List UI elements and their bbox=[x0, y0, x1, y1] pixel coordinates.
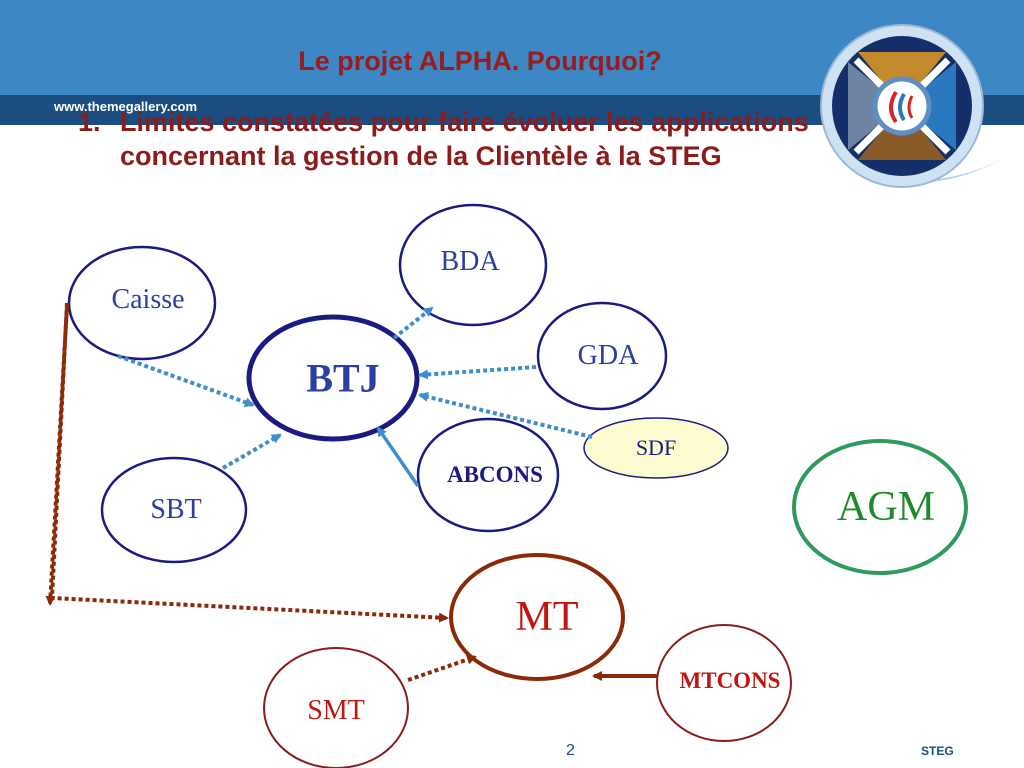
company-logo-icon bbox=[820, 24, 984, 188]
node-sdf[interactable] bbox=[583, 417, 729, 479]
bullet-text: Limites constatées pour faire évoluer le… bbox=[120, 107, 809, 171]
node-abcons[interactable] bbox=[416, 417, 560, 533]
arrow-sbt-to-btj bbox=[221, 433, 282, 470]
nodes-layer bbox=[67, 203, 968, 768]
label-sbt: SBT bbox=[150, 494, 202, 525]
node-agm[interactable] bbox=[792, 439, 968, 575]
node-mtcons[interactable] bbox=[656, 624, 792, 742]
label-agm: AGM bbox=[836, 484, 936, 530]
node-smt[interactable] bbox=[263, 647, 409, 768]
label-btj: BTJ bbox=[306, 355, 380, 401]
arrow-smt-to-mt bbox=[407, 654, 477, 682]
arrows-layer bbox=[45, 302, 658, 682]
label-mt: MT bbox=[515, 594, 579, 640]
label-abcons: ABCONS bbox=[447, 462, 543, 487]
arrow-caisse-to-btj bbox=[117, 354, 255, 407]
node-mt[interactable] bbox=[449, 553, 625, 681]
node-bda[interactable] bbox=[398, 203, 548, 327]
node-gda[interactable] bbox=[536, 301, 668, 411]
label-mtcons: MTCONS bbox=[679, 668, 781, 693]
label-gda: GDA bbox=[577, 340, 639, 371]
slide-title: Le projet ALPHA. Pourquoi? bbox=[298, 46, 662, 76]
arrow-gda-to-btj bbox=[418, 365, 537, 380]
label-bda: BDA bbox=[440, 246, 500, 277]
node-sbt[interactable] bbox=[100, 456, 248, 564]
label-caisse: Caisse bbox=[111, 284, 185, 315]
arrow-abcons-to-btj bbox=[376, 426, 420, 487]
page-number: 2 bbox=[566, 742, 575, 759]
label-smt: SMT bbox=[307, 695, 365, 726]
arrow-btj-to-bda bbox=[392, 306, 434, 340]
label-sdf: SDF bbox=[635, 435, 677, 460]
arrow-sdf-to-btj bbox=[418, 392, 593, 439]
arrow-mt-to-caisse bbox=[45, 305, 69, 606]
node-btj[interactable] bbox=[246, 314, 420, 442]
footer-organization: STEG bbox=[921, 744, 954, 758]
bullet-number: 1. bbox=[78, 107, 101, 137]
node-caisse[interactable] bbox=[67, 245, 217, 361]
website-url: www.themegallery.com bbox=[54, 99, 198, 114]
